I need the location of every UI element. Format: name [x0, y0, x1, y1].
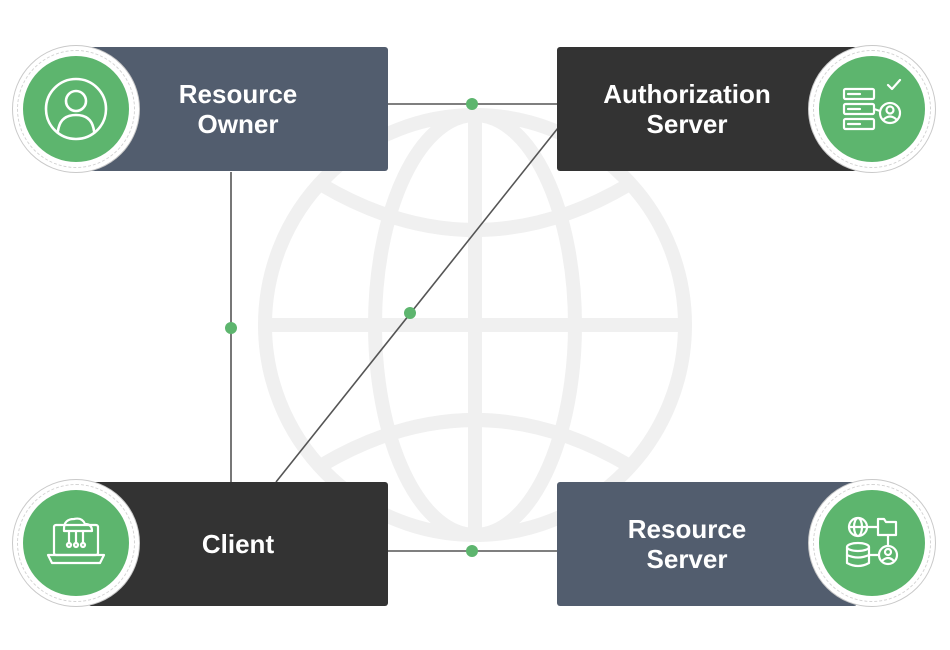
connector-client-authserver [275, 127, 559, 483]
resource-owner-badge [12, 45, 140, 173]
authorization-server-badge [808, 45, 936, 173]
connector-dot [466, 98, 478, 110]
resource-server-box: Resource Server [557, 482, 857, 606]
resource-server-badge [808, 479, 936, 607]
authorization-server-box: Authorization Server [557, 47, 857, 171]
resource-server-label: Resource Server [627, 514, 747, 574]
server-check-user-icon [842, 78, 902, 131]
connector-dot [466, 545, 478, 557]
client-badge [12, 479, 140, 607]
cloud-laptop-icon [46, 517, 106, 565]
resource-owner-label: Resource Owner [178, 79, 298, 139]
connector-dot [225, 322, 237, 334]
connector-dot [404, 307, 416, 319]
globe-icon [258, 108, 692, 542]
database-network-user-icon [845, 516, 899, 568]
user-icon [44, 77, 108, 141]
client-label: Client [201, 529, 275, 559]
authorization-server-label: Authorization Server [603, 79, 771, 139]
